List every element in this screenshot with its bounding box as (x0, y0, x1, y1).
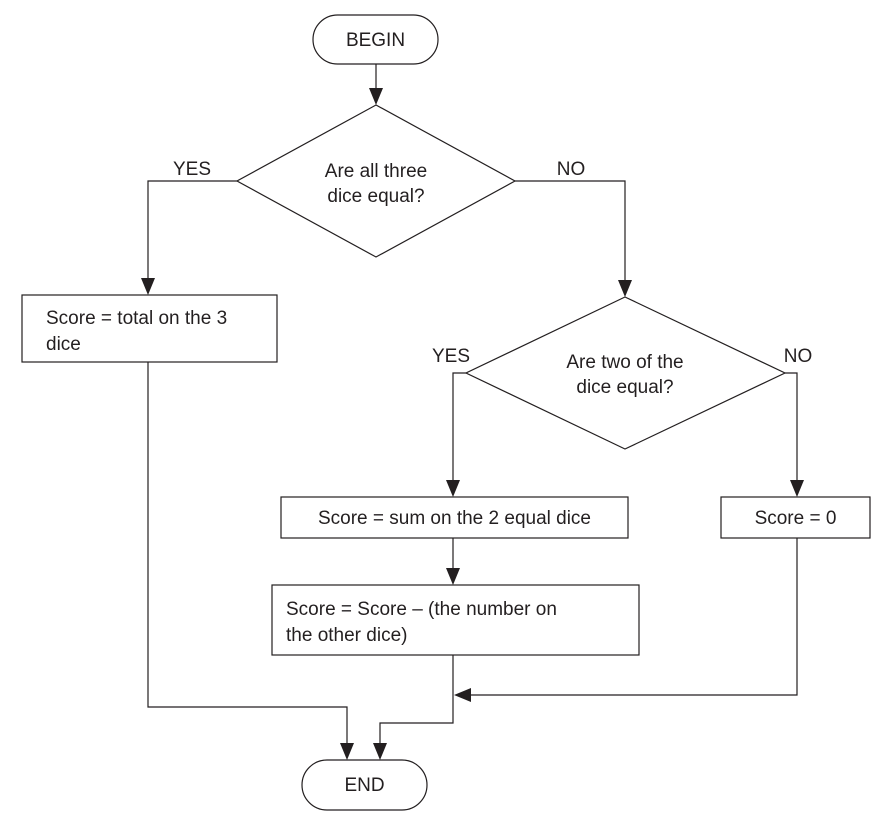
decision-two-equal-yes-label: YES (432, 346, 470, 367)
score-total-line1: Score = total on the 3 (46, 308, 227, 329)
arrowhead-into-score-minus (446, 568, 460, 585)
arrowhead-into-end-left (340, 743, 354, 760)
arrowhead-into-end-right (373, 743, 387, 760)
score-total-line2: dice (46, 334, 81, 355)
score-zero-label: Score = 0 (755, 508, 837, 529)
arrowhead-merge (454, 688, 471, 702)
decision-all-equal-line1: Are all three (325, 161, 427, 182)
connector-score-minus-to-end (379, 655, 454, 743)
decision-all-equal-line2: dice equal? (327, 186, 424, 207)
arrowhead-into-score-zero (790, 480, 804, 497)
score-minus-box: Score = Score – (the number on the other… (271, 584, 640, 656)
score-minus-line2: the other dice) (286, 625, 407, 646)
begin-label: BEGIN (346, 30, 405, 51)
connector-decision2-no-to-score-zero (785, 372, 798, 480)
connector-score-total-to-end (147, 362, 348, 743)
score-sum-two-label: Score = sum on the 2 equal dice (318, 508, 591, 529)
decision-all-three-equal: Are all three dice equal? (235, 104, 517, 258)
connector-decision2-yes-to-score-sum (452, 372, 466, 480)
decision-two-equal-line2: dice equal? (576, 377, 673, 398)
connector-decision1-yes-to-score-total (147, 180, 237, 278)
arrowhead-into-decision2 (618, 280, 632, 297)
decision-two-equal-line1: Are two of the (566, 352, 683, 373)
score-zero-box: Score = 0 (720, 496, 871, 539)
decision-two-equal: Are two of the dice equal? (464, 296, 787, 450)
begin-terminator: BEGIN (312, 14, 439, 65)
score-minus-line1: Score = Score – (the number on (286, 599, 557, 620)
end-terminator: END (301, 759, 428, 811)
arrowhead-into-score-total (141, 278, 155, 295)
decision-all-equal-yes-label: YES (173, 159, 211, 180)
connector-decision1-no-to-decision2 (515, 180, 626, 280)
score-total-box: Score = total on the 3 dice (21, 294, 278, 363)
connector-score-zero-to-merge (471, 538, 798, 696)
score-sum-two-box: Score = sum on the 2 equal dice (280, 496, 629, 539)
end-label: END (344, 775, 384, 796)
arrowhead-into-score-sum (446, 480, 460, 497)
decision-all-equal-no-label: NO (557, 159, 586, 180)
arrowhead-into-decision1 (369, 88, 383, 105)
decision-two-equal-no-label: NO (784, 346, 813, 367)
